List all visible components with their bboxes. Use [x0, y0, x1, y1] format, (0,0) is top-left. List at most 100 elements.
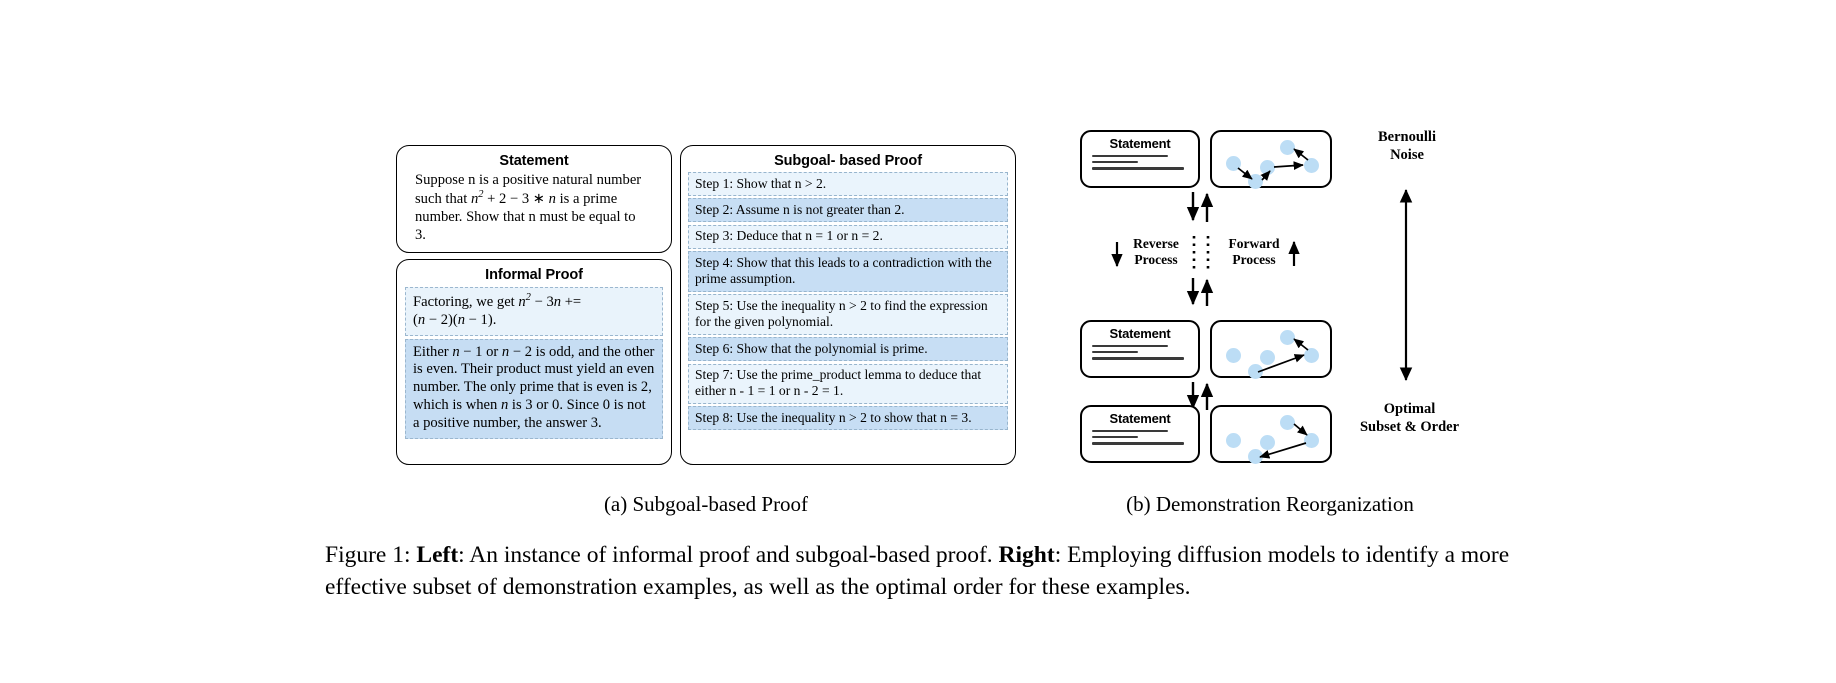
- panel-subgoal-proof: Statement Suppose n is a positive natura…: [396, 145, 1016, 465]
- statement-line-2-pre: such that: [415, 190, 471, 207]
- reverse-process-arrow: [1111, 242, 1123, 268]
- graph-edges-bottom: [1259, 423, 1308, 459]
- statement-rule-line: [1092, 345, 1168, 348]
- graph-node: [1248, 364, 1263, 379]
- graph-node: [1280, 140, 1295, 155]
- graph-node: [1226, 348, 1241, 363]
- graph-card-middle: [1210, 320, 1332, 379]
- statement-rule-line: [1092, 351, 1138, 354]
- panel-demonstration-reorganization: Statement: [1080, 129, 1560, 470]
- statement-card-middle-title: Statement: [1109, 326, 1171, 341]
- process-arrows-bottom: [1186, 382, 1214, 410]
- process-arrows-lower: [1186, 278, 1214, 306]
- subgoal-step-1: Step 1: Show that n > 2.: [688, 172, 1008, 196]
- process-arrows-upper: [1186, 192, 1214, 222]
- statement-rule-line: [1092, 155, 1168, 158]
- subgoal-proof-box: Subgoal- based Proof Step 1: Show that n…: [680, 145, 1016, 465]
- ip2-b: − 1 or: [459, 343, 502, 360]
- ip2-c: − 2 is odd, and the other is even. Their…: [413, 343, 655, 414]
- subcaption-a: (a) Subgoal-based Proof: [603, 492, 809, 516]
- statement-rule-line: [1092, 167, 1184, 170]
- ip2-var-n1: n: [452, 343, 460, 360]
- informal-proof-block-1: Factoring, we get n2 − 3n += (n − 2)(n −…: [405, 287, 663, 336]
- statement-body: Suppose n is a positive natural number s…: [397, 169, 671, 244]
- informal-proof-block-2: Either n − 1 or n − 2 is odd, and the ot…: [405, 338, 663, 439]
- subgoal-step-4: Step 4: Show that this leads to a contra…: [688, 251, 1008, 292]
- ip2-var-n2: n: [501, 343, 510, 360]
- ip1-post: +=: [561, 293, 582, 310]
- optimal-subset-order-label: Optimal Subset & Order: [1359, 401, 1460, 436]
- ip2-var-n3: n: [500, 397, 509, 414]
- figure-caption: Figure 1: Left: An instance of informal …: [325, 540, 1520, 604]
- graph-node: [1280, 330, 1295, 345]
- subgoal-step-8: Step 8: Use the inequality n > 2 to show…: [688, 406, 1008, 431]
- informal-proof-box: Informal Proof Factoring, we get n2 − 3n…: [396, 259, 672, 465]
- ip1-var-n: n: [518, 293, 526, 310]
- ip1-exp: 2: [525, 292, 531, 303]
- subgoal-proof-title: Subgoal- based Proof: [774, 153, 922, 169]
- graph-node: [1260, 435, 1275, 450]
- statement-rule-line: [1092, 161, 1138, 164]
- statement-exp: 2: [478, 189, 484, 201]
- statement-card-middle: Statement: [1080, 320, 1200, 378]
- graph-node: [1226, 433, 1241, 448]
- graph-node: [1304, 348, 1319, 363]
- subgoal-step-3: Step 3: Deduce that n = 1 or n = 2.: [688, 224, 1008, 249]
- statement-line-2-post: is a prime: [555, 190, 618, 207]
- subcaption-b: (b) Demonstration Reorganization: [1126, 492, 1414, 516]
- graph-node: [1304, 158, 1319, 173]
- statement-rule-line: [1092, 357, 1184, 360]
- subgoal-step-6: Step 6: Show that the polynomial is prim…: [688, 337, 1008, 361]
- caption-part-1: : An instance of informal proof and subg…: [458, 542, 999, 568]
- ip1-mid: − 3: [530, 293, 554, 310]
- informal-proof-title: Informal Proof: [485, 267, 583, 283]
- graph-edges-top: [1237, 148, 1309, 181]
- ip1-l2a: (: [413, 311, 418, 328]
- ip1-pre: Factoring, we get: [413, 293, 519, 310]
- forward-process-arrow: [1288, 240, 1300, 266]
- statement-line-3: number. Show that n must be equal to: [415, 208, 636, 225]
- statement-var-n: n: [470, 190, 479, 207]
- statement-card-bottom-title: Statement: [1109, 411, 1171, 426]
- statement-box: Statement Suppose n is a positive natura…: [396, 145, 672, 253]
- caption-left-bold: Left: [416, 542, 459, 568]
- statement-title: Statement: [499, 153, 569, 169]
- ip2-d: is 3 or 0. Since 0 is not a positive num…: [413, 397, 646, 432]
- statement-var-n2: n: [548, 190, 556, 207]
- statement-card-bottom: Statement: [1080, 405, 1200, 463]
- ip1-var-n2: n: [553, 293, 562, 310]
- graph-card-bottom: [1210, 405, 1332, 464]
- statement-rule-line: [1092, 436, 1138, 439]
- graph-node: [1260, 350, 1275, 365]
- graph-node: [1226, 156, 1241, 171]
- informal-proof-blocks: Factoring, we get n2 − 3n += (n − 2)(n −…: [397, 283, 671, 439]
- ip1-l2c: − 1).: [465, 311, 497, 328]
- forward-process-label: Forward Process: [1228, 236, 1280, 268]
- dotted-separator: [1192, 236, 1210, 270]
- reverse-process-label: Reverse Process: [1133, 236, 1179, 268]
- subgoal-step-5: Step 5: Use the inequality n > 2 to find…: [688, 294, 1008, 335]
- subgoal-step-7: Step 7: Use the prime_product lemma to d…: [688, 363, 1008, 404]
- ip1-l2-var: n: [417, 311, 426, 328]
- statement-card-top-title: Statement: [1109, 136, 1171, 151]
- statement-card-top: Statement: [1080, 130, 1200, 188]
- caption-part-2: : Employing diffusion models to identify…: [325, 542, 1510, 600]
- statement-line-1: Suppose n is a positive natural number: [415, 172, 642, 188]
- subgoal-step-2: Step 2: Assume n is not greater than 2.: [688, 198, 1008, 223]
- graph-node: [1304, 433, 1319, 448]
- noise-to-optimal-arrow: [1399, 188, 1413, 382]
- caption-right-bold: Right: [998, 542, 1055, 568]
- caption-prefix: Figure 1:: [325, 542, 417, 568]
- statement-line-4: 3.: [415, 226, 426, 243]
- ip1-l2-var2: n: [457, 311, 466, 328]
- ip2-a: Either: [413, 343, 453, 360]
- ip1-l2b: − 2)(: [425, 311, 458, 328]
- subgoal-step-list: Step 1: Show that n > 2. Step 2: Assume …: [681, 169, 1015, 431]
- statement-expr-mid: + 2 − 3 ∗: [483, 190, 549, 207]
- statement-rule-line: [1092, 442, 1184, 445]
- bernoulli-noise-label: Bernoulli Noise: [1377, 129, 1436, 164]
- graph-node: [1280, 415, 1295, 430]
- graph-edges-middle: [1257, 338, 1309, 373]
- graph-card-top: [1210, 130, 1332, 189]
